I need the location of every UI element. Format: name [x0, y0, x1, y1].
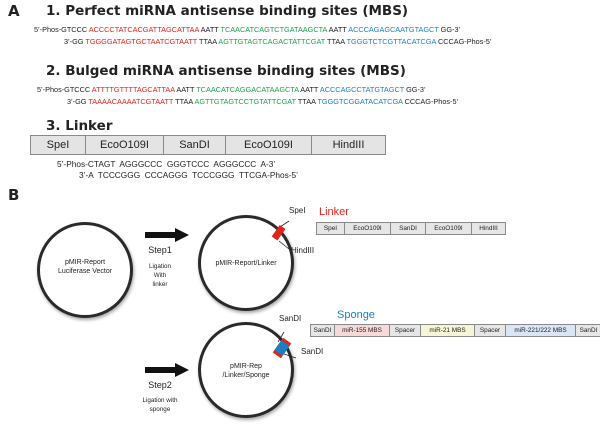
- linker-site-ecoo109i: EcoO109I: [86, 135, 164, 155]
- linker-site-hindiii: HindIII: [312, 135, 386, 155]
- segment-spacer-2: Spacer: [475, 324, 506, 337]
- step-line: Ligation with: [142, 397, 178, 404]
- step2-title: Step2: [148, 380, 172, 390]
- section2-top-strand: 5’-Phos-GTCCC ATTTTGTTTTAGCATTAA AATT TC…: [37, 85, 426, 94]
- plasmid-label-line: pMIR-Rep: [230, 363, 262, 370]
- step-line: sponge: [149, 406, 171, 413]
- step2-arrow-icon: [145, 363, 189, 377]
- plasmid-label-line: Luciferase Vector: [57, 268, 113, 275]
- plasmid-label-line: /Linker/Sponge: [222, 372, 270, 379]
- seq-part: CCCAG-Phos-5’: [402, 97, 459, 106]
- panel-letter-b: B: [8, 186, 20, 204]
- seq-part: AATT: [327, 25, 349, 34]
- seq-part: GG-3’: [438, 25, 461, 34]
- linker-segment-bar: SpeI EcoO109I SanDI EcoO109I HindIII: [316, 222, 506, 235]
- sponge-title: Sponge: [337, 309, 375, 321]
- sandi-bottom-site-label: SanDI: [301, 347, 324, 356]
- segment-mir21-mbs: miR-21 MBS: [421, 324, 475, 337]
- segment-spei: SpeI: [316, 222, 345, 235]
- seq-part-mir221: ACCCAGCCTATGTAGCT: [319, 85, 405, 94]
- section1-bottom-strand: 3’-GG TGGGGATAGTGCTAATCGTAATT TTAA AGTTG…: [64, 37, 491, 46]
- segment-hindiii: HindIII: [472, 222, 506, 235]
- seq-part-mir155: ATTTTGTTTTAGCATTAA: [91, 85, 175, 94]
- seq-part: TTAA: [197, 37, 219, 46]
- section3-title: 3. Linker: [46, 118, 113, 134]
- step-line: linker: [152, 281, 168, 288]
- linker-insertion-marker: [271, 220, 290, 250]
- plasmid-label-line: pMIR-Report/Linker: [215, 260, 277, 267]
- plasmid-pmir-rep-linker-sponge-label: pMIR-Rep /Linker/Sponge: [198, 362, 294, 380]
- seq-part: CCCAG-Phos-5’: [435, 37, 492, 46]
- sponge-segment-bar: SanDI miR-155 MBS Spacer miR-21 MBS Spac…: [310, 324, 600, 337]
- section1-top-strand: 5’-Phos-GTCCC ACCCCTATCACGATTAGCATTAA AA…: [34, 25, 460, 34]
- plasmid-pmir-report-linker-label: pMIR-Report/Linker: [198, 259, 294, 268]
- seq-part: TTAA: [173, 97, 195, 106]
- seq-part-mir21: TCAACATCAGTCTGATAAGCTA: [220, 25, 327, 34]
- spei-site-label: SpeI: [289, 206, 306, 215]
- seq-part: AATT: [199, 25, 221, 34]
- seq-part: AATT: [174, 85, 197, 94]
- sponge-insertion-marker: [272, 331, 297, 359]
- seq-part-mir21: TCAACATCAGGACATAAGCTA: [196, 85, 299, 94]
- step-line: With: [153, 272, 167, 279]
- step1-title: Step1: [148, 245, 172, 255]
- panel-letter-a: A: [8, 2, 20, 20]
- hindiii-site-label: HindIII: [291, 246, 315, 255]
- seq-part-mir221: ACCCAGAGCAATGTAGCT: [348, 25, 439, 34]
- section2-title: 2. Bulged miRNA antisense binding sites …: [46, 63, 406, 79]
- plasmid-pmir-report-label: pMIR-Report Luciferase Vector: [37, 258, 133, 276]
- step2-description: Ligation with sponge: [133, 396, 187, 414]
- linker-site-ecoo109i-2: EcoO109I: [226, 135, 312, 155]
- linker-site-spei: SpeI: [30, 135, 86, 155]
- segment-sandi-left: SanDI: [310, 324, 335, 337]
- seq-part: 5’-Phos-GTCCC: [37, 85, 92, 94]
- segment-ecoo109i: EcoO109I: [345, 222, 391, 235]
- seq-part-mir221: TGGGTCGGATACATCGA: [317, 97, 403, 106]
- seq-part-mir21: AGTTGTAGTCCTGTATTCGAT: [194, 97, 296, 106]
- seq-part: GG-3’: [404, 85, 426, 94]
- segment-sandi: SanDI: [391, 222, 426, 235]
- seq-part: TTAA: [295, 97, 318, 106]
- section2-bottom-strand: 3’-GG TAAAACAAAATCGTAATT TTAA AGTTGTAGTC…: [67, 97, 458, 106]
- linker-top-strand: 5’-Phos-CTAGT AGGGCCC GGGTCCC AGGGCCC A-…: [57, 159, 276, 169]
- step1-arrow-icon: [145, 228, 189, 242]
- linker-site-sandi: SanDI: [164, 135, 226, 155]
- plasmid-pmir-report: [37, 222, 133, 318]
- step-line: Ligation: [148, 263, 172, 270]
- linker-bottom-strand: 3’-A TCCCGGG CCCAGGG TCCCGGG TTCGA-Phos-…: [79, 170, 298, 180]
- seq-part-mir155: TGGGGATAGTGCTAATCGTAATT: [85, 37, 198, 46]
- sandi-top-site-label: SanDI: [279, 314, 302, 323]
- seq-part-mir21: AGTTGTAGTCAGACTATTCGAT: [218, 37, 326, 46]
- seq-part: AATT: [298, 85, 320, 94]
- segment-spacer: Spacer: [390, 324, 421, 337]
- seq-part-mir221: TGGGTCTCGTTACATCGA: [346, 37, 436, 46]
- seq-part: 5’-Phos-GTCCC: [34, 25, 89, 34]
- segment-mir155-mbs: miR-155 MBS: [335, 324, 390, 337]
- seq-part: TTAA: [325, 37, 347, 46]
- section1-title: 1. Perfect miRNA antisense binding sites…: [46, 3, 409, 19]
- linker-title: Linker: [319, 206, 349, 218]
- seq-part-mir155: TAAAACAAAATCGTAATT: [88, 97, 174, 106]
- step1-description: Ligation With linker: [140, 262, 180, 289]
- seq-part: 3’-GG: [67, 97, 89, 106]
- segment-ecoo109i-2: EcoO109I: [426, 222, 472, 235]
- linker-site-map: SpeI EcoO109I SanDI EcoO109I HindIII: [30, 135, 386, 155]
- segment-mir221-222-mbs: miR-221/222 MBS: [506, 324, 576, 337]
- segment-sandi-right: SanDI: [576, 324, 600, 337]
- plasmid-pmir-rep-linker-sponge: [198, 322, 294, 418]
- seq-part-mir155: ACCCCTATCACGATTAGCATTAA: [88, 25, 200, 34]
- seq-part: 3’-GG: [64, 37, 86, 46]
- plasmid-label-line: pMIR-Report: [64, 259, 106, 266]
